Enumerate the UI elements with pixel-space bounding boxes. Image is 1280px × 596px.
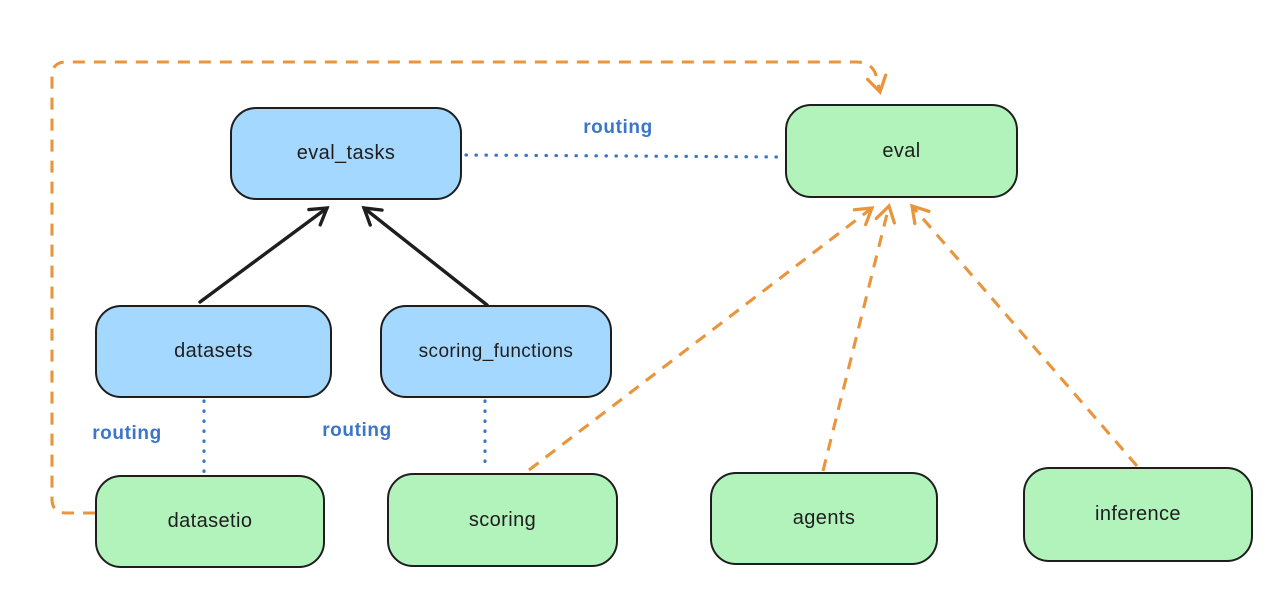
node-agents: agents <box>710 472 938 565</box>
node-label: scoring_functions <box>418 340 574 362</box>
edge-routing-eval-tasks-to-eval <box>464 153 785 159</box>
node-label: inference <box>1095 503 1181 525</box>
edge-datasetio-to-eval-loop <box>50 60 888 515</box>
edge-scoring-functions-to-eval-tasks <box>361 206 489 307</box>
edge-datasets-to-eval-tasks <box>198 206 330 304</box>
node-label: eval_tasks <box>296 142 396 164</box>
edge-scoring-to-eval <box>528 206 875 472</box>
node-datasetio: datasetio <box>95 475 325 568</box>
node-label: scoring <box>468 508 537 531</box>
node-label: eval <box>882 139 921 162</box>
node-label: agents <box>792 507 856 529</box>
node-label: datasets <box>174 340 253 362</box>
routing-label-scoring-functions-scoring: routing <box>322 420 392 441</box>
node-datasets: datasets <box>95 305 332 398</box>
node-inference: inference <box>1023 467 1253 562</box>
node-label: datasetio <box>167 510 253 532</box>
node-eval-tasks: eval_tasks <box>230 107 462 200</box>
routing-label-eval-tasks-eval: routing <box>583 117 653 138</box>
node-scoring: scoring <box>387 473 618 567</box>
edge-inference-to-eval <box>909 203 1139 468</box>
node-eval: eval <box>785 104 1018 198</box>
routing-label-datasets-datasetio: routing <box>92 423 162 444</box>
edge-agents-to-eval <box>821 202 896 472</box>
node-scoring-functions: scoring_functions <box>380 305 612 398</box>
